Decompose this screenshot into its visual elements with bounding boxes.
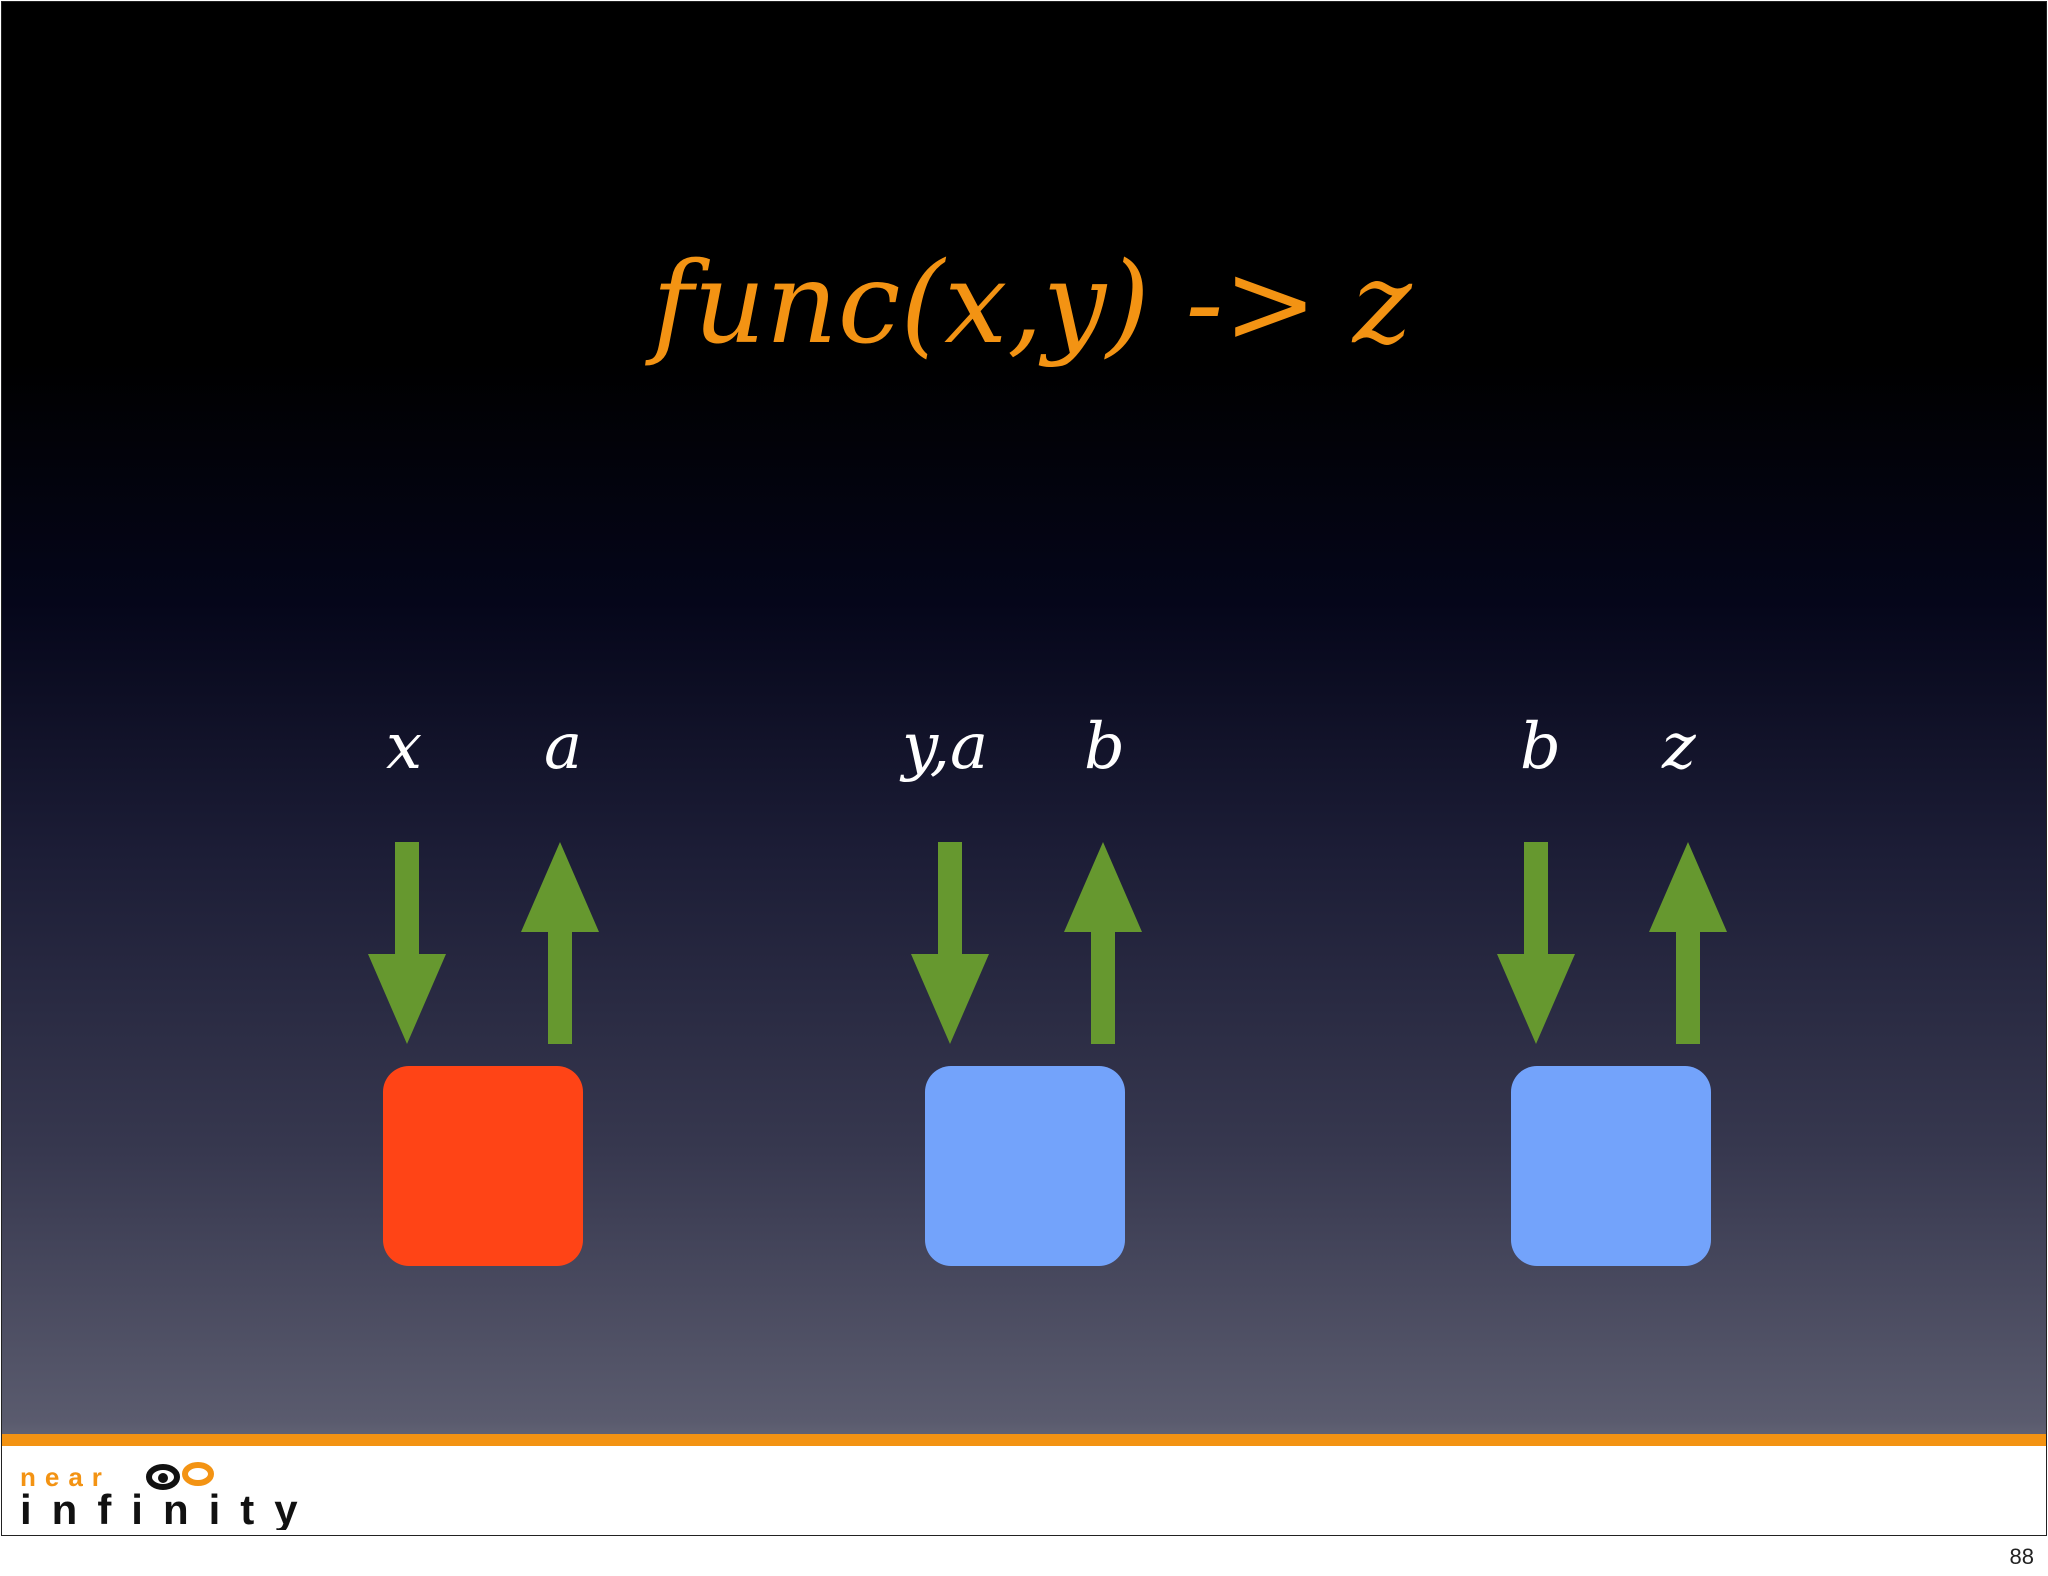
stage-2-up-arrow-icon <box>1064 842 1142 1044</box>
slide: func(x,y) -> z x a y,a b b z near <box>1 1 2047 1536</box>
page-number: 88 <box>2009 1544 2034 1569</box>
footer-stripe <box>2 1434 2046 1446</box>
stage-1-output-label: a <box>544 710 583 784</box>
slide-title-text: func(x,y) -> z <box>645 239 1413 369</box>
stage-1-down-arrow-icon <box>368 842 446 1044</box>
stage-3-box <box>1511 1066 1711 1266</box>
stage-2-output-label: b <box>1084 710 1125 784</box>
stage-1-input-label: x <box>386 710 423 784</box>
slide-title: func(x,y) -> z <box>645 239 1413 369</box>
stage-3-input-label: b <box>1520 710 1561 784</box>
stage-2-box <box>925 1066 1125 1266</box>
stage-1-up-arrow-icon <box>521 842 599 1044</box>
stage-2-input-label: y,a <box>902 710 989 784</box>
stage-2-down-arrow-icon <box>911 842 989 1044</box>
slide-footer: near infinity <box>2 1434 2046 1535</box>
stage-3-output-label: z <box>1662 710 1696 784</box>
stage-3-up-arrow-icon <box>1649 842 1727 1044</box>
near-infinity-logo: near infinity <box>20 1462 318 1530</box>
stage-3-down-arrow-icon <box>1497 842 1575 1044</box>
logo-loop-icon <box>146 1462 214 1490</box>
stage-1-box <box>383 1066 583 1266</box>
logo-text-infinity: infinity <box>20 1486 318 1530</box>
logo-text-near: near <box>20 1462 111 1492</box>
